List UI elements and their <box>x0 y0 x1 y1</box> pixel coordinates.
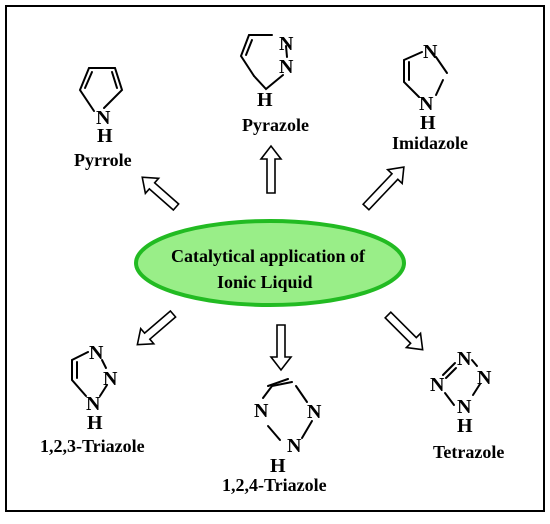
1-2-4-triazole-label: 1,2,4-Triazole <box>222 475 327 495</box>
pyrazole-nh-n: N <box>279 56 294 78</box>
tetrazole-label: Tetrazole <box>433 442 504 462</box>
arrow-to-imidazole <box>361 166 405 211</box>
arrow-to-pyrrole <box>141 176 180 212</box>
arrow-to-pyrazole <box>259 144 283 194</box>
arrow-to-1-2-3-triazole <box>136 309 177 346</box>
imidazole-nh-h: H <box>420 112 436 134</box>
tetrazole-n4: N <box>430 374 445 396</box>
pyrrole-label: Pyrrole <box>74 150 132 170</box>
1-2-3-triazole-structure: N N N H <box>71 342 118 434</box>
pyrazole-structure: N N H <box>239 33 294 111</box>
1-2-4-triazole-n2: N <box>307 401 322 423</box>
1-2-3-triazole-nh-n: N <box>86 393 101 415</box>
imidazole-label: Imidazole <box>392 133 468 153</box>
1-2-3-triazole-n2: N <box>103 368 118 390</box>
pyrazole-label: Pyrazole <box>242 115 309 135</box>
imidazole-n3: N <box>423 41 438 63</box>
1-2-4-triazole-n4: N <box>254 400 269 422</box>
1-2-4-triazole-nh-n: N <box>287 435 302 457</box>
tetrazole-n3: N <box>457 348 472 370</box>
pyrrole-nh-n: N <box>96 107 111 129</box>
pyrazole-nh-h: H <box>257 89 273 111</box>
1-2-3-triazole-label: 1,2,3-Triazole <box>40 436 145 456</box>
pyrrole-nh-h: H <box>97 125 113 147</box>
1-2-4-triazole-nh-h: H <box>270 455 286 477</box>
imidazole-structure: N N H <box>403 41 448 134</box>
arrow-to-1-2-4-triazole <box>269 324 293 372</box>
1-2-3-triazole-nh-h: H <box>87 412 103 434</box>
1-2-3-triazole-n3: N <box>89 342 104 364</box>
center-label-line2: Ionic Liquid <box>217 272 313 292</box>
tetrazole-n2: N <box>477 367 492 389</box>
imidazole-nh-n: N <box>419 93 434 115</box>
1-2-4-triazole-structure: N N N H <box>254 378 322 477</box>
center-ellipse <box>134 219 406 307</box>
center-label-line1: Catalytical application of <box>171 246 366 266</box>
pyrrole-structure: N H <box>78 67 124 147</box>
arrow-to-tetrazole <box>384 311 424 351</box>
pyrazole-n2: N <box>279 33 294 55</box>
tetrazole-nh-n: N <box>457 396 472 418</box>
tetrazole-nh-h: H <box>457 415 473 437</box>
tetrazole-structure: N N N N H <box>430 348 492 437</box>
